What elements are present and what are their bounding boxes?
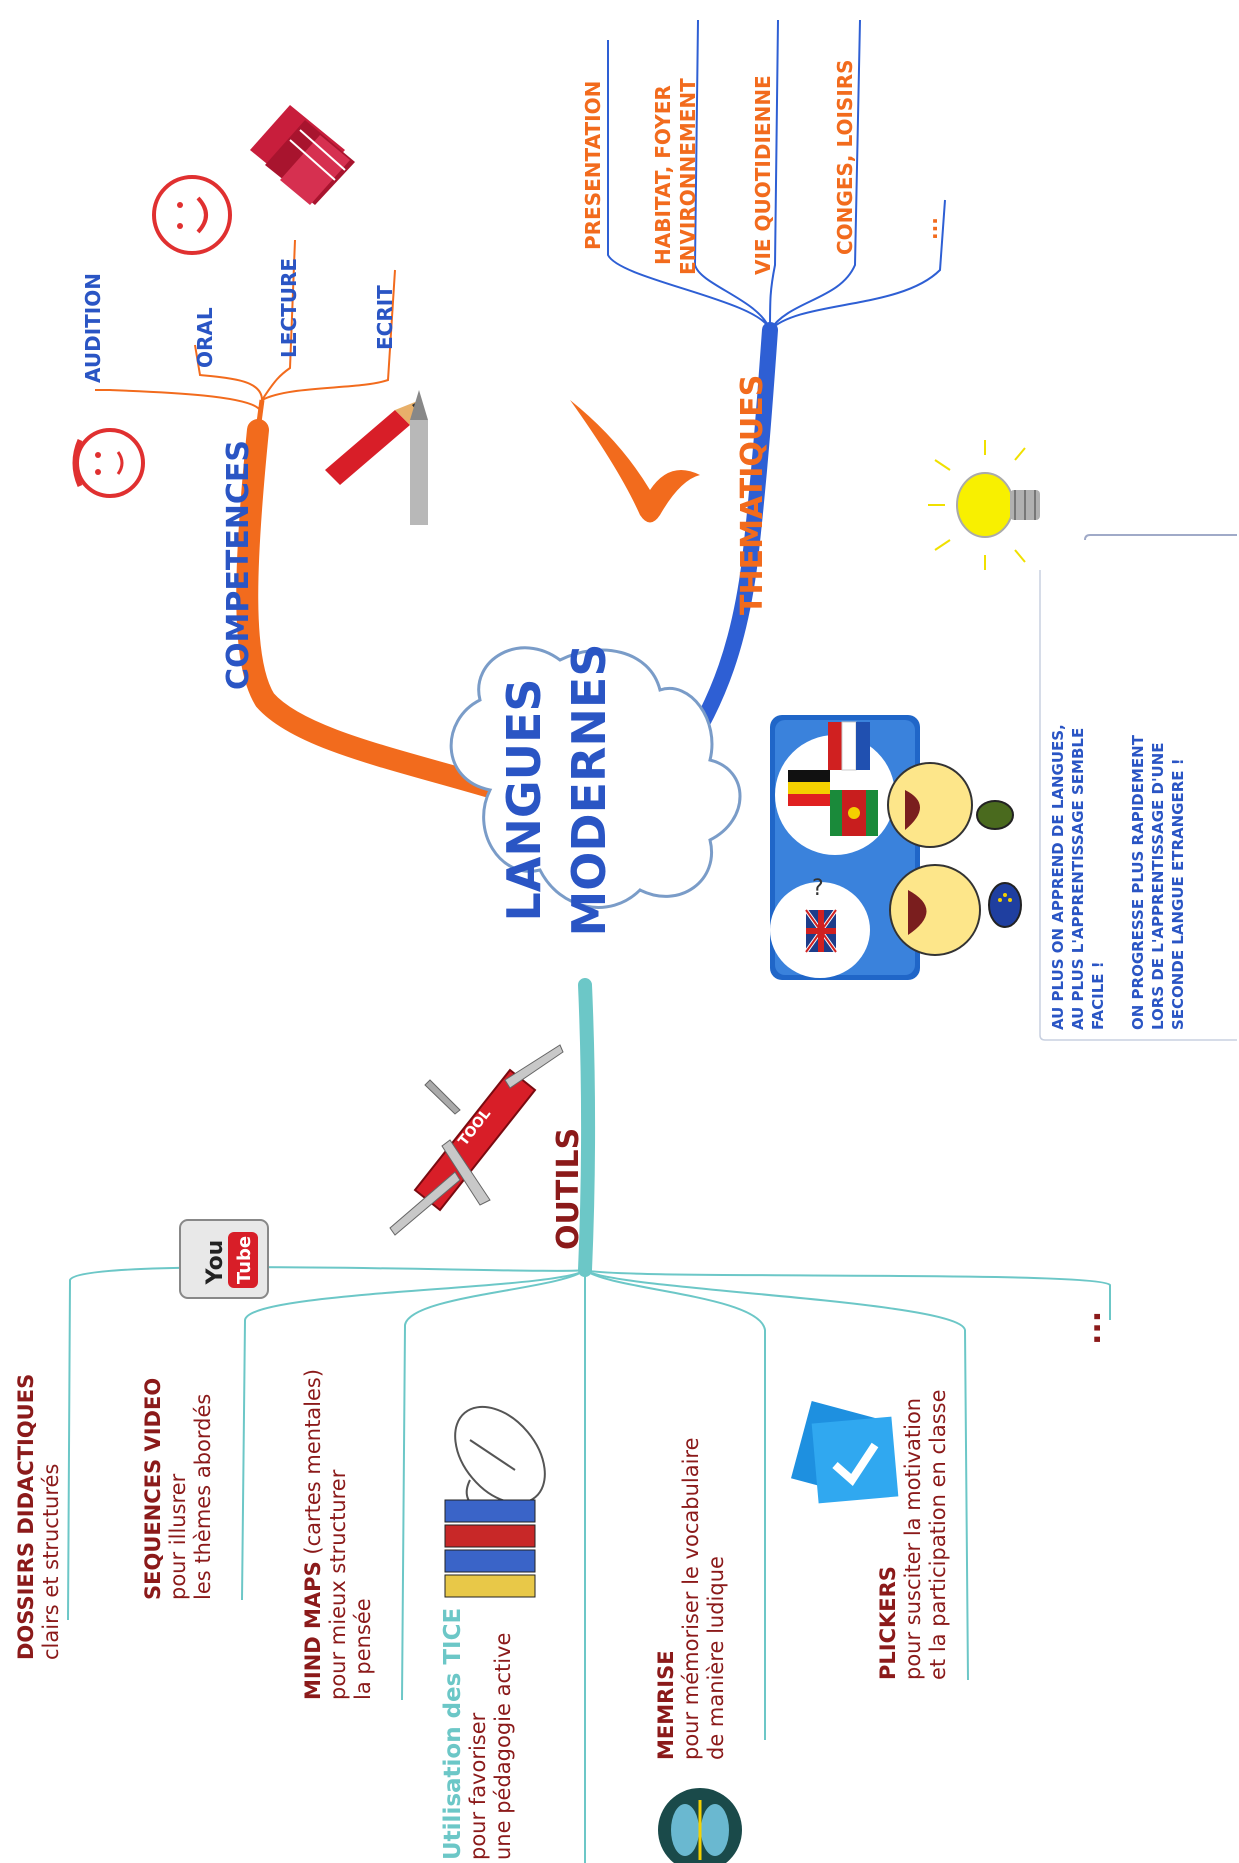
thematiques-title: THEMATIQUES — [735, 375, 770, 615]
note-p2-line1: ON PROGRESSE PLUS RAPIDEMENT — [1129, 734, 1147, 1030]
books-stack-icon — [250, 105, 355, 205]
note-p2-line2: LORS DE L'APPRENTISSAGE D'UNE — [1149, 742, 1167, 1030]
central-title-line1: LANGUES — [497, 678, 551, 921]
tice-line1: pour favoriser — [466, 1712, 490, 1860]
pencil-icon — [325, 390, 428, 525]
competence-lecture: LECTURE — [277, 258, 301, 358]
plickers-title: PLICKERS — [876, 1566, 900, 1680]
video-line1: pour illusrer — [166, 1473, 190, 1600]
central-title-line2: MODERNES — [562, 644, 616, 937]
mindmaps-line1: pour mieux structurer — [326, 1469, 350, 1700]
youtube-icon: You Tube — [179, 1219, 269, 1299]
mindmaps-heading: MIND MAPS (cartes mentales) — [301, 1369, 325, 1700]
competence-audition: AUDITION — [81, 273, 105, 383]
svg-text:?: ? — [812, 876, 824, 901]
mindmaps-title-suffix: (cartes mentales) — [301, 1369, 325, 1561]
theme-vie-quotidienne: VIE QUOTIDIENNE — [751, 75, 775, 275]
suriname-flag-icon — [830, 790, 878, 836]
mindmaps-title: MIND MAPS — [301, 1561, 325, 1700]
plickers-icon — [791, 1401, 899, 1504]
memrise-line2: de manière ludique — [704, 1556, 728, 1760]
tice-title: Utilisation des TICE — [440, 1608, 466, 1860]
competences-branch — [95, 239, 511, 801]
memrise-icon — [658, 1788, 742, 1863]
mouse-icon — [454, 1405, 546, 1511]
competence-oral: ORAL — [193, 307, 217, 368]
theme-presentation: PRESENTATION — [581, 81, 605, 250]
theme-habitat-line2: ENVIRONNEMENT — [676, 78, 700, 275]
dossiers-title: DOSSIERS DIDACTIQUES — [14, 1374, 38, 1660]
theme-conges-loisirs: CONGES, LOISIRS — [833, 59, 857, 255]
books-icon — [444, 1499, 536, 1598]
central-cloud: LANGUES MODERNES — [449, 644, 742, 937]
laughing-face-icon — [887, 762, 973, 848]
note-p1-line2: AU PLUS L'APPRENTISSAGE SEMBLE — [1069, 728, 1087, 1030]
note-p1-line3: FACILE ! — [1089, 961, 1107, 1030]
thematiques-branch — [607, 19, 946, 768]
theme-more: ... — [918, 217, 942, 240]
video-line2: les thèmes abordés — [191, 1394, 215, 1600]
competences-title: COMPETENCES — [221, 440, 256, 690]
note-p1-line1: AU PLUS ON APPREND DE LANGUES, — [1049, 724, 1067, 1030]
netherlands-flag-icon — [828, 721, 870, 771]
languages-illustration: ? — [770, 715, 1022, 980]
hat-icon — [976, 800, 1022, 928]
youtube-you: You — [203, 1240, 228, 1286]
video-title: SEQUENCES VIDEO — [141, 1378, 165, 1600]
youtube-tube: Tube — [234, 1236, 255, 1284]
belgium-flag-icon — [788, 770, 830, 806]
competence-ecrit: ECRIT — [373, 285, 397, 350]
dossiers-line1: clairs et structurés — [39, 1464, 63, 1660]
smiley-headphones-icon — [72, 428, 145, 498]
tice-line2: une pédagogie active — [491, 1633, 515, 1860]
mindmaps-line2: la pensée — [351, 1598, 375, 1700]
theme-habitat-line1: HABITAT, FOYER — [651, 85, 675, 265]
plickers-line1: pour susciter la motivation — [901, 1398, 925, 1680]
note-p2-line3: SECONDE LANGUE ETRANGERE ! — [1169, 758, 1187, 1030]
memrise-title: MEMRISE — [654, 1650, 678, 1760]
smiley-mouth-icon — [152, 175, 232, 255]
outils-branch — [67, 978, 1111, 1863]
lightbulb-icon — [928, 440, 1040, 570]
uk-flag-icon — [804, 908, 838, 954]
laughing-face-icon — [889, 864, 981, 956]
outils-title: OUTILS — [551, 1128, 586, 1250]
note-box — [1039, 534, 1237, 1041]
orange-check-shape — [570, 400, 700, 523]
memrise-line1: pour mémoriser le vocabulaire — [679, 1437, 703, 1760]
swiss-knife-icon: TOOL — [389, 1044, 564, 1236]
plickers-line2: et la participation en classe — [926, 1389, 950, 1680]
outils-more: ... — [1073, 1311, 1108, 1345]
